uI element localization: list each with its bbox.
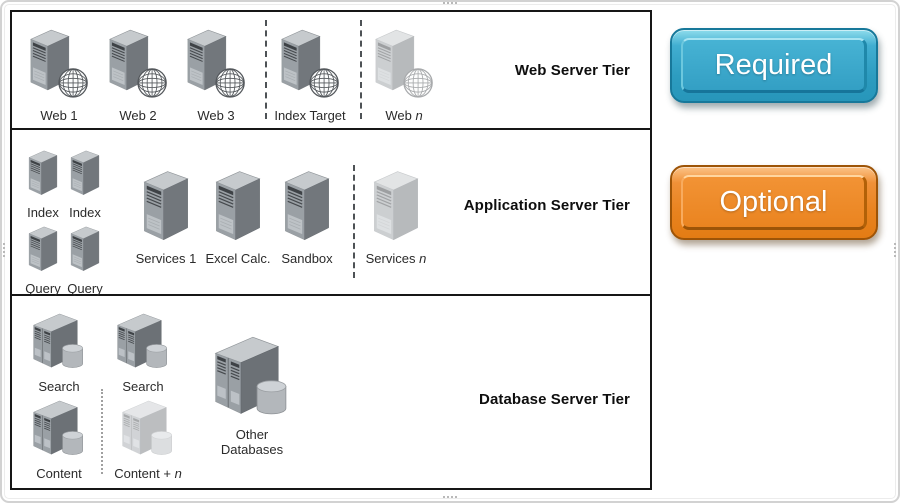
server-label: Web 3 xyxy=(197,108,235,123)
server-item-query-2: Query xyxy=(55,223,115,296)
application-tier-label: Application Server Tier xyxy=(463,197,630,214)
resize-grip-top[interactable] xyxy=(443,2,457,4)
server-item-search-1: Search xyxy=(9,311,109,394)
database-server-tier-box xyxy=(10,294,652,490)
server-globe-icon xyxy=(185,25,247,100)
resize-grip-bottom[interactable] xyxy=(443,496,457,498)
server-label: Web 2 xyxy=(119,108,157,123)
web-tier-label: Web Server Tier xyxy=(514,62,630,79)
server-database-icon xyxy=(120,398,176,456)
server-item-index-1: Index xyxy=(13,147,73,220)
server-label: Content + xyxy=(114,466,175,481)
server-item-services-n: Services n xyxy=(341,166,451,266)
server-label: Services 1 xyxy=(135,251,197,266)
server-label: Index xyxy=(69,205,101,220)
dotted-divider xyxy=(101,389,103,474)
server-large-database-icon xyxy=(212,333,292,416)
server-item-web-n: Web n xyxy=(354,25,454,123)
server-item-index-2: Index xyxy=(55,147,115,220)
server-item-query-1: Query xyxy=(13,223,73,296)
server-item-excel-calc: Excel Calc. xyxy=(183,166,293,266)
server-database-icon xyxy=(31,311,87,369)
server-tower-icon xyxy=(371,166,421,243)
optional-button-label: Optional xyxy=(719,185,828,218)
server-item-web-1: Web 1 xyxy=(9,25,109,123)
server-item-other-databases: Other Databases xyxy=(192,333,312,457)
server-item-content: Content xyxy=(9,398,109,481)
server-label: Search xyxy=(122,379,164,394)
required-button[interactable]: Required xyxy=(670,28,878,103)
server-label: Web 1 xyxy=(40,108,78,123)
server-item-index-target: Index Target xyxy=(260,25,360,123)
required-button-face: Required xyxy=(681,38,867,93)
server-item-content-plus-n: Content + n xyxy=(98,398,198,481)
server-item-search-2: Search xyxy=(93,311,193,394)
server-item-web-2: Web 2 xyxy=(88,25,188,123)
server-tower-icon xyxy=(282,166,332,243)
server-label: Excel Calc. xyxy=(205,251,271,266)
server-tower-icon xyxy=(69,147,101,197)
server-globe-icon xyxy=(107,25,169,100)
optional-button-face: Optional xyxy=(681,175,867,230)
server-label: Content xyxy=(36,466,82,481)
server-database-icon xyxy=(31,398,87,456)
dashed-divider xyxy=(360,20,362,119)
server-item-services-1: Services 1 xyxy=(111,166,221,266)
resize-grip-right[interactable] xyxy=(894,243,896,257)
server-label: Query xyxy=(25,281,61,296)
server-label-line1: Other xyxy=(235,427,269,442)
application-server-tier-box xyxy=(10,128,652,296)
server-label: Query xyxy=(67,281,103,296)
required-button-label: Required xyxy=(714,48,833,81)
server-label: Index Target xyxy=(274,108,346,123)
server-label: Services xyxy=(365,251,420,266)
server-label: Web xyxy=(385,108,416,123)
database-tier-label: Database Server Tier xyxy=(479,391,630,408)
server-label-line2: Databases xyxy=(220,442,284,457)
server-label: Sandbox xyxy=(281,251,333,266)
server-item-sandbox: Sandbox xyxy=(252,166,362,266)
server-item-web-3: Web 3 xyxy=(166,25,266,123)
server-globe-icon xyxy=(373,25,435,100)
dashed-divider xyxy=(265,20,267,119)
server-label: Index xyxy=(27,205,59,220)
server-label: Search xyxy=(38,379,80,394)
optional-button[interactable]: Optional xyxy=(670,165,878,240)
server-globe-icon xyxy=(279,25,341,100)
dashed-divider xyxy=(353,165,355,278)
resize-grip-left[interactable] xyxy=(3,243,5,257)
server-database-icon xyxy=(115,311,171,369)
server-tower-icon xyxy=(69,223,101,273)
server-globe-icon xyxy=(28,25,90,100)
